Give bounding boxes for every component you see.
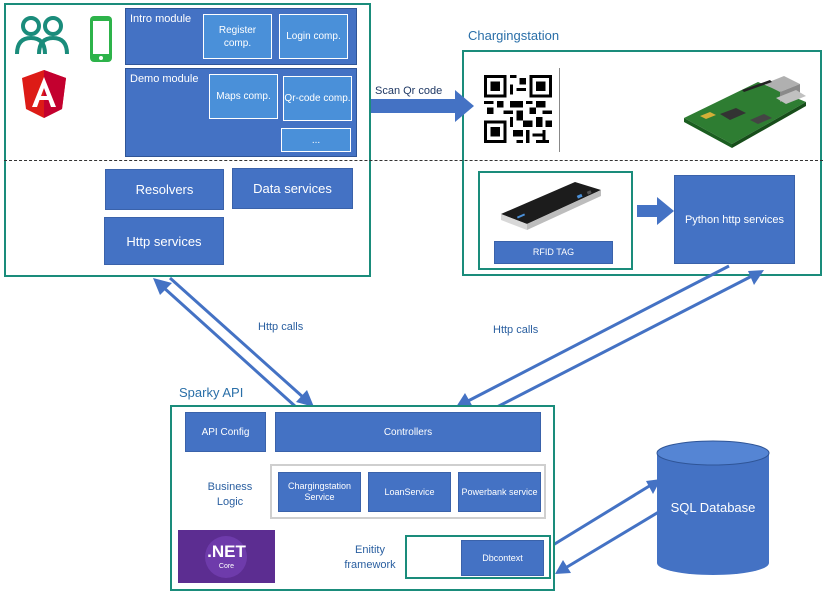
scan-qr-arrow — [371, 90, 474, 122]
qr-divider — [559, 68, 560, 152]
frontend-api-double-arrow — [153, 276, 314, 409]
loan-service-label: LoanService — [384, 486, 435, 497]
intro-module-title: Intro module — [130, 13, 192, 25]
controllers-box: Controllers — [275, 412, 541, 452]
python-api-double-arrow — [456, 264, 764, 412]
python-http-services-box: Python http services — [674, 175, 795, 264]
more-components: ... — [281, 128, 351, 152]
qr-code-component-label: Qr-code comp. — [284, 93, 351, 104]
data-services-label: Data services — [253, 181, 332, 196]
login-component-label: Login comp. — [286, 31, 341, 42]
scan-qr-label: Scan Qr code — [375, 85, 443, 97]
dbcontext-label: Dbcontext — [482, 552, 523, 563]
chargingstation-service-label: Chargingstation Service — [287, 481, 352, 502]
chargingstation-title: Chargingstation — [468, 28, 560, 43]
register-component-label: Register comp. — [218, 24, 257, 49]
rfid-tag-label: RFID TAG — [532, 247, 575, 257]
python-http-services-label: Python http services — [684, 213, 785, 226]
raspberry-pi-icon — [680, 68, 810, 158]
angular-logo-icon — [21, 69, 67, 119]
db-double-arrow — [552, 479, 668, 574]
maps-component: Maps comp. — [209, 74, 278, 119]
http-services-label: Http services — [126, 233, 202, 249]
resolvers-box: Resolvers — [105, 169, 224, 210]
powerbank-icon — [497, 176, 607, 231]
http-calls-left-label: Http calls — [258, 321, 304, 333]
api-config-box: API Config — [185, 412, 266, 452]
maps-component-label: Maps comp. — [216, 91, 271, 102]
business-logic-label: Business Logic — [207, 481, 253, 508]
api-config-label: API Config — [201, 426, 250, 438]
sql-database-label: SQL Database — [670, 500, 756, 515]
http-services-box: Http services — [104, 217, 224, 265]
loan-service-box: LoanService — [368, 472, 451, 512]
qr-code-icon — [484, 75, 552, 143]
resolvers-label: Resolvers — [135, 182, 194, 197]
separator-dashed-line — [4, 160, 823, 161]
dbcontext-box: Dbcontext — [461, 540, 544, 576]
rfid-tag-box: RFID TAG — [494, 241, 613, 264]
business-logic-container — [270, 464, 546, 519]
sparky-api-title: Sparky API — [179, 385, 244, 400]
controllers-label: Controllers — [383, 426, 433, 438]
chargingstation-service-box: Chargingstation Service — [278, 472, 361, 512]
powerbank-service-box: Powerbank service — [458, 472, 541, 512]
dotnet-core-logo: .NET Core — [178, 530, 275, 583]
users-icon — [14, 14, 70, 56]
entity-framework-label: Enitity framework — [344, 544, 396, 571]
qr-code-component: Qr-code comp. — [283, 76, 352, 121]
dotnet-logo-text: .NET — [207, 542, 246, 561]
dotnet-core-text: Core — [218, 563, 235, 570]
register-component: Register comp. — [203, 14, 272, 59]
more-components-label: ... — [311, 134, 321, 146]
sql-database-cylinder — [656, 440, 770, 575]
http-calls-right-label: Http calls — [493, 324, 539, 336]
login-component: Login comp. — [279, 14, 348, 59]
data-services-box: Data services — [232, 168, 353, 209]
rfid-to-python-arrow — [637, 197, 674, 225]
mobile-phone-icon — [88, 14, 114, 64]
powerbank-service-label: Powerbank service — [461, 486, 538, 497]
demo-module-title: Demo module — [130, 73, 199, 85]
